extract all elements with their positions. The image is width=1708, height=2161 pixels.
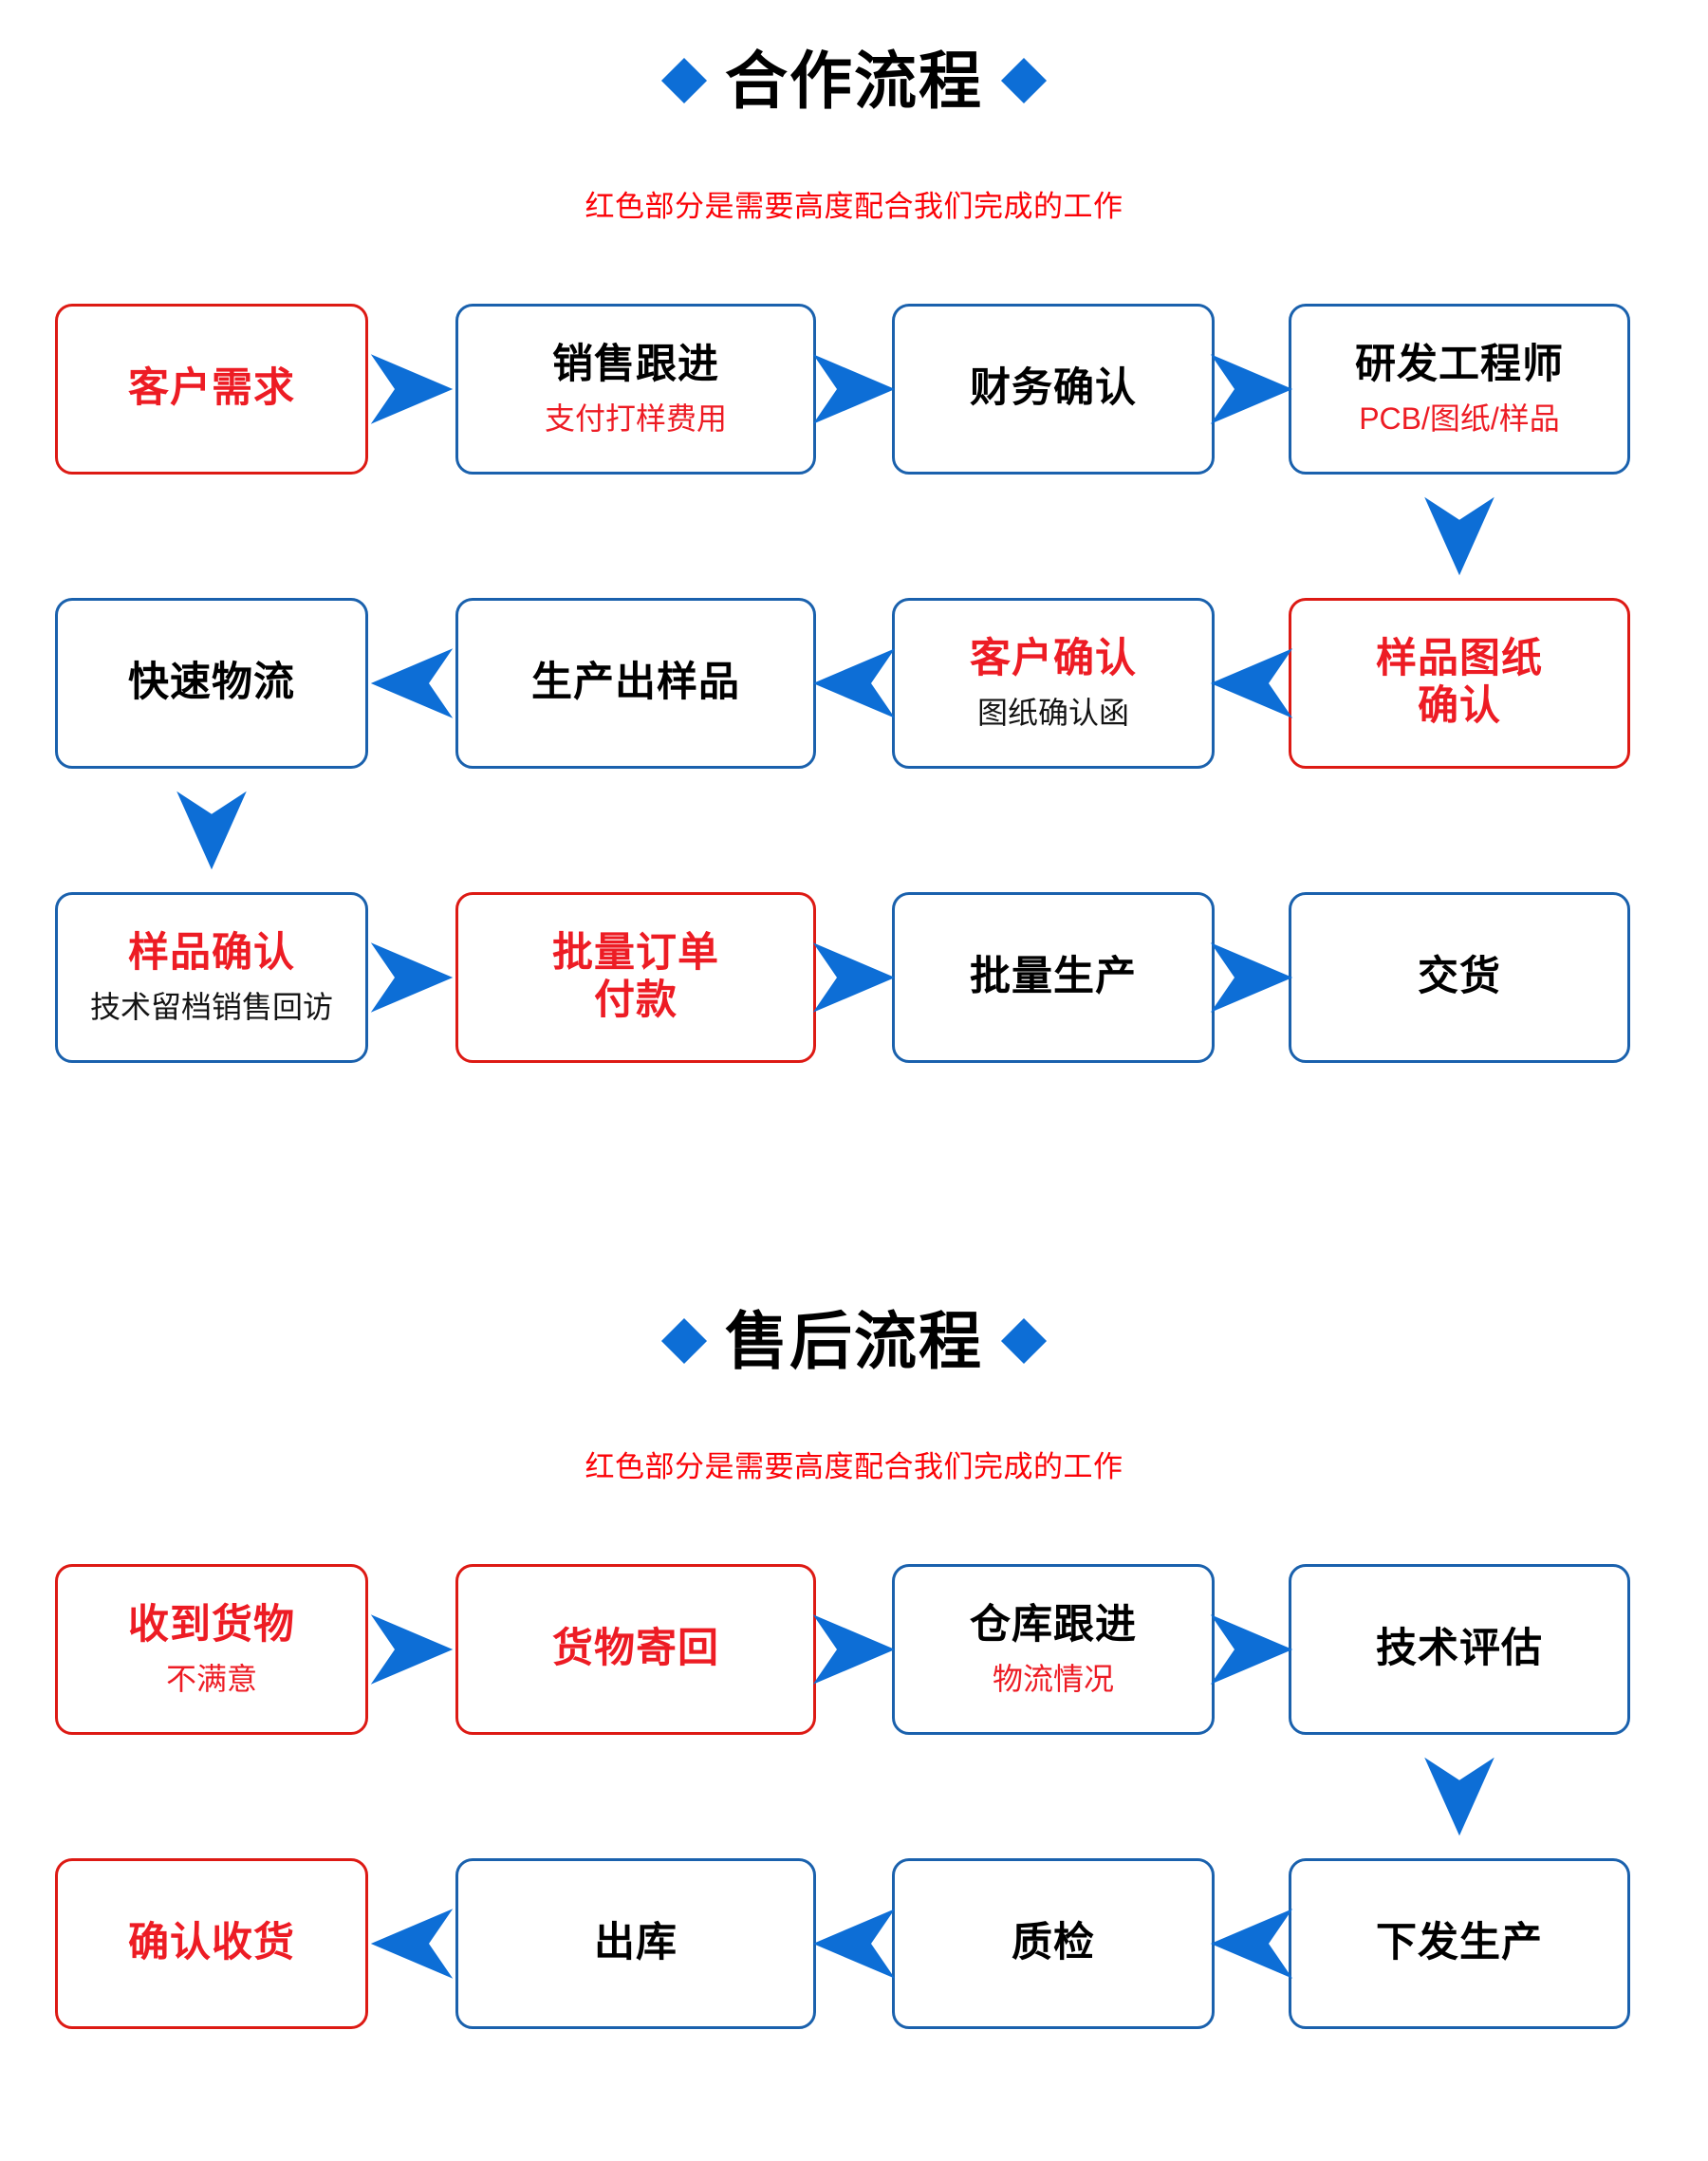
flow-box[interactable]: 研发工程师 PCB/图纸/样品 (1289, 304, 1630, 475)
arrow-left-icon (1209, 1906, 1294, 1982)
flow-box-title: 客户确认 (970, 635, 1137, 681)
flow-box-title: 客户需求 (128, 365, 295, 412)
flow-box-title: 批量生产 (970, 954, 1137, 1000)
flow-box[interactable]: 出库 (455, 1858, 816, 2029)
arrow-left-icon (369, 1906, 455, 1982)
flow-box[interactable]: 批量生产 (892, 892, 1215, 1063)
arrow-down-icon (174, 790, 250, 871)
section-title-1: 合作流程 (0, 38, 1708, 123)
flow-box[interactable]: 仓库跟进物流情况 (892, 1564, 1215, 1735)
flow-box-title: 确认收货 (128, 1920, 295, 1966)
flow-box-title: 技术评估 (1376, 1626, 1543, 1672)
flow-box-title: 下发生产 (1376, 1920, 1543, 1966)
flow-box-title: 货物寄回 (552, 1626, 719, 1672)
section-title-text: 售后流程 (725, 1306, 983, 1376)
flow-box-title: 研发工程师 (1355, 341, 1564, 387)
arrow-left-icon (811, 645, 897, 721)
arrow-right-icon (811, 940, 897, 1015)
arrow-left-icon (1209, 645, 1294, 721)
flow-box-subtitle: 支付打样费用 (544, 401, 727, 436)
flow-box-subtitle: 不满意 (165, 1661, 257, 1696)
arrow-left-icon (369, 645, 455, 721)
flow-box-subtitle: 物流情况 (992, 1661, 1114, 1696)
section-title-2: 售后流程 (0, 1298, 1708, 1384)
diamond-icon (1000, 57, 1048, 104)
flow-box[interactable]: 交货 (1289, 892, 1630, 1063)
flow-box[interactable]: 客户确认图纸确认函 (892, 598, 1215, 769)
diamond-icon (1000, 1317, 1048, 1365)
flow-box-title: 收到货物 (128, 1601, 295, 1648)
section-subtitle-1: 红色部分是需要高度配合我们完成的工作 (585, 190, 1123, 223)
arrow-right-icon (1209, 940, 1294, 1015)
flow-box[interactable]: 客户需求 (55, 304, 368, 475)
flow-box-title: 批量订单付款 (552, 930, 719, 1023)
arrow-right-icon (1209, 1611, 1294, 1687)
arrow-right-icon (369, 940, 455, 1015)
flow-box[interactable]: 下发生产 (1289, 1858, 1630, 2029)
flow-box-title: 样品确认 (128, 929, 295, 976)
flow-box[interactable]: 技术评估 (1289, 1564, 1630, 1735)
flow-box-title: 仓库跟进 (970, 1601, 1137, 1648)
flow-box-title: 快速物流 (128, 660, 295, 706)
flow-box-title: 交货 (1418, 954, 1501, 1000)
diamond-icon (660, 1317, 708, 1365)
flow-box-title: 样品图纸确认 (1376, 636, 1543, 729)
flow-box[interactable]: 生产出样品 (455, 598, 816, 769)
flow-box[interactable]: 财务确认 (892, 304, 1215, 475)
flow-box-title: 生产出样品 (531, 660, 740, 706)
flow-box[interactable]: 样品图纸确认 (1289, 598, 1630, 769)
section-title-text: 合作流程 (725, 46, 983, 116)
arrow-right-icon (811, 1611, 897, 1687)
arrow-down-icon (1421, 1756, 1497, 1837)
flow-box-title: 财务确认 (970, 365, 1137, 412)
flow-box[interactable]: 快速物流 (55, 598, 368, 769)
arrow-right-icon (369, 1611, 455, 1687)
section-subtitle-2: 红色部分是需要高度配合我们完成的工作 (585, 1450, 1123, 1483)
flow-box[interactable]: 收到货物不满意 (55, 1564, 368, 1735)
flow-box[interactable]: 质检 (892, 1858, 1215, 2029)
diamond-icon (660, 57, 708, 104)
flow-box-subtitle: 技术留档销售回访 (89, 989, 333, 1024)
flow-box-title: 销售跟进 (552, 341, 719, 387)
flow-box-subtitle: 图纸确认函 (976, 695, 1129, 730)
arrow-down-icon (1421, 495, 1497, 577)
flow-box[interactable]: 批量订单付款 (455, 892, 816, 1063)
arrow-right-icon (811, 351, 897, 427)
flow-box[interactable]: 样品确认技术留档销售回访 (55, 892, 368, 1063)
flow-box[interactable]: 确认收货 (55, 1858, 368, 2029)
arrow-right-icon (1209, 351, 1294, 427)
flow-box-title: 出库 (594, 1920, 678, 1966)
flow-box[interactable]: 货物寄回 (455, 1564, 816, 1735)
arrow-left-icon (811, 1906, 897, 1982)
flow-box-title: 质检 (1012, 1920, 1095, 1966)
arrow-right-icon (369, 351, 455, 427)
flow-box[interactable]: 销售跟进支付打样费用 (455, 304, 816, 475)
flow-box-subtitle: PCB/图纸/样品 (1359, 401, 1560, 436)
